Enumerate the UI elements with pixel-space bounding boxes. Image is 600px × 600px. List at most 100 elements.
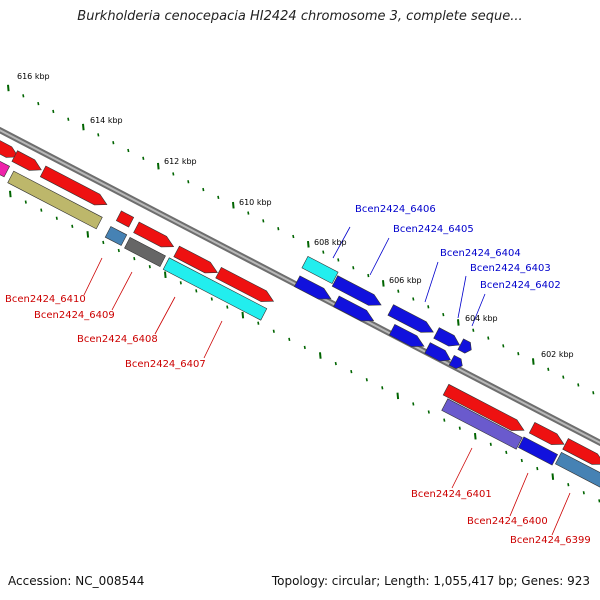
outer-tick-mark bbox=[487, 336, 490, 340]
gene-arrow-reverse bbox=[457, 338, 472, 354]
label-leader-line bbox=[369, 237, 390, 276]
gene-label-bcen2424-6409[interactable]: Bcen2424_6409 bbox=[34, 310, 115, 321]
inner-tick-mark bbox=[102, 240, 105, 245]
inner-tick-mark bbox=[350, 369, 353, 374]
inner-tick-mark bbox=[272, 329, 275, 333]
gene-arrow-misc bbox=[554, 451, 600, 488]
kbp-label-606: 606 kbp bbox=[389, 276, 422, 285]
gene-arrow-forward bbox=[442, 383, 525, 431]
inner-tick-mark bbox=[210, 297, 213, 301]
kbp-label-610: 610 kbp bbox=[239, 198, 272, 207]
inner-tick-mark bbox=[520, 458, 523, 463]
outer-tick-mark bbox=[7, 84, 10, 92]
inner-tick-mark bbox=[396, 392, 400, 400]
gene-label-bcen2424-6408[interactable]: Bcen2424_6408 bbox=[77, 334, 158, 345]
kbp-label-612: 612 kbp bbox=[164, 157, 197, 166]
inner-tick-mark bbox=[489, 442, 492, 446]
map-title: Burkholderia cenocepacia HI2424 chromoso… bbox=[77, 9, 523, 24]
outer-tick-ring bbox=[7, 84, 595, 395]
outer-tick-mark bbox=[217, 195, 220, 200]
kbp-scale-labels: 616 kbp 614 kbp 612 kbp 610 kbp 608 kbp … bbox=[17, 72, 574, 359]
inner-tick-mark bbox=[567, 483, 570, 487]
inner-tick-mark bbox=[241, 311, 245, 319]
kbp-label-616: 616 kbp bbox=[17, 72, 50, 81]
outer-tick-mark bbox=[67, 117, 70, 121]
gene-label-bcen2424-6404[interactable]: Bcen2424_6404 bbox=[440, 248, 521, 259]
outer-tick-mark bbox=[547, 367, 550, 371]
gene-arrow-reverse bbox=[388, 323, 425, 347]
gene-arrow-forward bbox=[133, 221, 175, 248]
outer-tick-mark bbox=[442, 312, 445, 317]
label-leader-line bbox=[451, 447, 473, 489]
inner-tick-mark bbox=[365, 378, 368, 382]
accession-text: Accession: NC_008544 bbox=[8, 574, 145, 588]
gene-label-bcen2424-6406[interactable]: Bcen2424_6406 bbox=[355, 204, 436, 215]
inner-tick-ring bbox=[9, 190, 600, 503]
outer-tick-mark bbox=[577, 383, 580, 387]
outer-tick-mark bbox=[37, 101, 40, 106]
outer-tick-mark bbox=[277, 227, 280, 231]
label-leader-line bbox=[424, 261, 439, 303]
label-leader-line bbox=[111, 271, 133, 311]
outer-tick-mark bbox=[127, 148, 130, 153]
inner-tick-mark bbox=[303, 345, 306, 350]
gene-label-bcen2424-6407[interactable]: Bcen2424_6407 bbox=[125, 359, 206, 370]
inner-tick-mark bbox=[164, 271, 167, 279]
outer-tick-mark bbox=[592, 391, 595, 395]
outer-tick-mark bbox=[52, 109, 55, 114]
gene-label-bcen2424-6399[interactable]: Bcen2424_6399 bbox=[510, 535, 591, 546]
label-leader-line bbox=[203, 320, 223, 359]
outer-tick-mark bbox=[292, 234, 295, 239]
gene-label-bcen2424-6402[interactable]: Bcen2424_6402 bbox=[480, 280, 561, 291]
inner-tick-mark bbox=[582, 491, 585, 495]
outer-tick-mark bbox=[517, 352, 520, 356]
inner-tick-mark bbox=[55, 216, 58, 220]
gene-arrow-misc bbox=[0, 160, 11, 178]
inner-tick-mark bbox=[412, 402, 415, 406]
outer-tick-mark bbox=[97, 133, 100, 137]
label-leader-line bbox=[83, 257, 103, 296]
gene-arrow-misc bbox=[104, 226, 128, 246]
outer-tick-mark bbox=[532, 358, 535, 365]
inner-tick-mark bbox=[474, 432, 477, 440]
outer-tick-mark bbox=[352, 266, 355, 270]
kbp-label-614: 614 kbp bbox=[90, 116, 123, 125]
gene-label-bcen2424-6400[interactable]: Bcen2424_6400 bbox=[467, 516, 548, 527]
outer-tick-mark bbox=[82, 123, 85, 131]
gene-arrow-forward bbox=[173, 245, 218, 274]
gene-arrow-misc bbox=[7, 170, 103, 230]
inner-tick-mark bbox=[319, 352, 322, 359]
inner-tick-mark bbox=[148, 265, 151, 269]
inner-tick-mark bbox=[334, 361, 337, 366]
gene-label-bcen2424-6405[interactable]: Bcen2424_6405 bbox=[393, 224, 474, 235]
gene-arrow-misc bbox=[162, 257, 268, 321]
gene-arrow-forward bbox=[528, 421, 565, 445]
gene-label-bcen2424-6401[interactable]: Bcen2424_6401 bbox=[411, 489, 492, 500]
gene-track bbox=[0, 140, 600, 488]
gene-arrow-reverse bbox=[333, 295, 375, 322]
outer-tick-mark bbox=[412, 297, 415, 301]
gene-label-bcen2424-6403[interactable]: Bcen2424_6403 bbox=[470, 263, 551, 274]
outer-tick-mark bbox=[202, 187, 205, 192]
inner-tick-mark bbox=[288, 337, 291, 342]
gene-arrow-forward bbox=[0, 140, 19, 158]
outer-tick-mark bbox=[307, 240, 310, 248]
label-leader-line bbox=[509, 472, 529, 517]
outer-tick-mark bbox=[22, 94, 25, 98]
inner-tick-mark bbox=[195, 289, 198, 293]
kbp-label-602: 602 kbp bbox=[541, 350, 574, 359]
gene-arrow-reverse bbox=[293, 275, 332, 300]
inner-tick-mark bbox=[40, 208, 43, 212]
label-leader-line bbox=[154, 296, 176, 335]
gene-arrow-reverse bbox=[387, 304, 434, 333]
outer-tick-mark bbox=[457, 319, 460, 326]
gene-label-bcen2424-6410[interactable]: Bcen2424_6410 bbox=[5, 294, 86, 305]
inner-tick-mark bbox=[443, 418, 446, 422]
outer-tick-mark bbox=[367, 273, 370, 278]
inner-tick-mark bbox=[117, 248, 120, 253]
inner-tick-mark bbox=[458, 426, 461, 430]
label-leader-line bbox=[457, 275, 467, 319]
inner-tick-mark bbox=[536, 466, 539, 471]
